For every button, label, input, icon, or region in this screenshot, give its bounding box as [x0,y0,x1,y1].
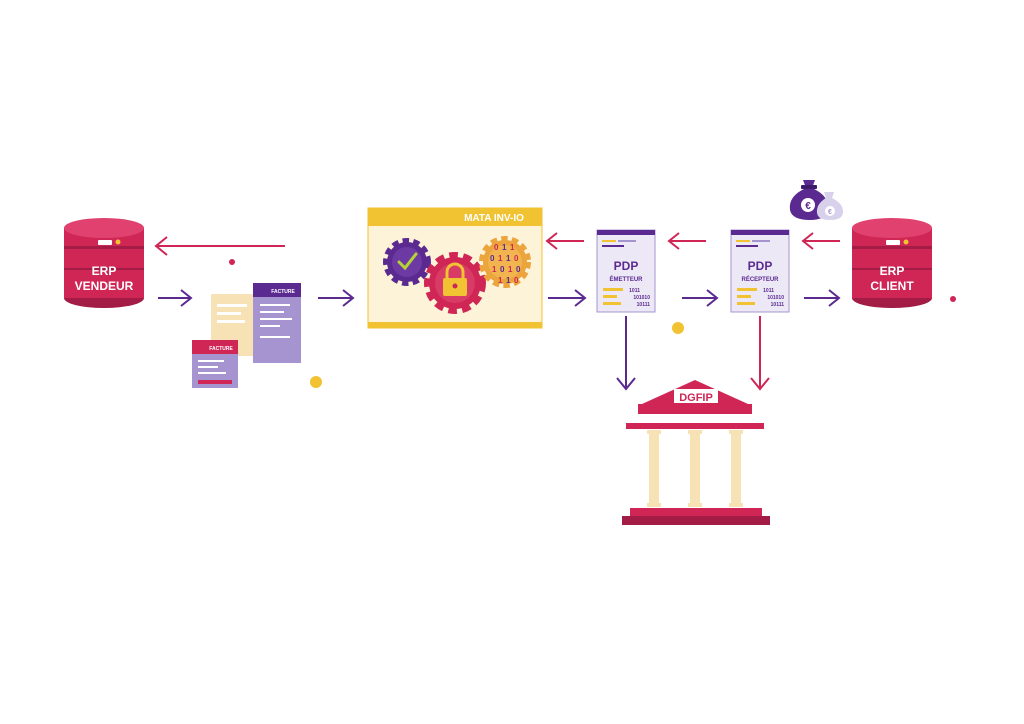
binary-digit: 0 [494,243,499,252]
binary-digit: 1 [498,276,503,285]
dgfip-label: DGFIP [679,392,713,404]
binary-digit: 1 [492,265,497,274]
pdp-recepteur-binary-row: 10111 [771,302,785,308]
binary-gear-icon: 0 1 1 0 1 1 0 1 0 1 0 1 1 0 [479,236,531,288]
erp-client-database: ERP CLIENT [852,218,932,308]
arrow-pdp-emetteur-to-dgfip [616,316,636,391]
pdp-recepteur-binary-row: 1011 [763,288,774,294]
erp-vendeur-label-line2: VENDEUR [75,279,134,293]
binary-digit: 1 [506,254,511,263]
arrow-to-pdp-recepteur [801,232,840,250]
arrow-invoices-to-mata [318,289,355,307]
pdp-emetteur-binary-row: 1011 [629,288,640,294]
pdp-emetteur-binary-row: 101010 [633,295,650,301]
money-bags-icon: € € [789,180,844,220]
arrow-pdp-recepteur-to-dgfip [750,316,770,391]
pdp-emetteur-title: PDP [614,259,639,273]
euro-symbol: € [828,209,832,216]
erp-client-label-line1: ERP [880,264,905,278]
invoice-label-top: FACTURE [271,289,295,295]
arrow-to-mata [545,232,584,250]
pdp-recepteur-card: PDP RÉCEPTEUR 1011 101010 10111 [730,229,790,313]
binary-digit: 0 [514,254,519,263]
binary-digit: 0 [516,265,521,274]
binary-digit: 1 [502,243,507,252]
arrow-to-erp-vendeur [154,236,285,256]
pdp-emetteur-subtitle: ÉMETTEUR [610,275,644,283]
invoice-documents-stack: FACTURE FACTURE [192,283,301,388]
binary-digit: 0 [500,265,505,274]
invoice-paper-front: FACTURE [192,340,238,388]
arrow-pdp-to-erp-client [804,289,841,307]
pdp-emetteur-binary-row: 10111 [637,302,651,308]
erp-vendeur-label-line1: ERP [92,264,117,278]
arrow-erp-to-invoices [158,289,193,307]
arrow-pdp-to-pdp [682,289,719,307]
pdp-emetteur-card: PDP ÉMETTEUR 1011 101010 10111 [596,229,656,313]
arrow-mata-to-pdp [548,289,587,307]
binary-digit: 0 [514,276,519,285]
invoice-paper-lavender: FACTURE [253,283,301,363]
erp-vendeur-database: ERP VENDEUR [64,218,144,308]
dgfip-building: DGFIP [622,380,770,525]
decorative-dot [950,296,956,302]
decorative-dot [672,322,684,334]
binary-digit: 1 [510,243,515,252]
binary-digit: 1 [498,254,503,263]
decorative-dot [310,376,322,388]
erp-client-label-line2: CLIENT [870,279,914,293]
euro-symbol: € [805,201,811,212]
check-gear-icon [383,238,431,286]
binary-digit: 1 [508,265,513,274]
mata-inv-io-title: MATA INV-IO [464,213,524,224]
pdp-recepteur-binary-row: 101010 [767,295,784,301]
binary-digit: 1 [506,276,511,285]
decorative-dot [229,259,235,265]
pdp-recepteur-subtitle: RÉCEPTEUR [741,275,779,283]
mata-inv-io-panel: MATA INV-IO 0 1 1 0 1 1 0 1 [367,207,543,329]
dgfip-columns [647,430,743,507]
binary-digit: 0 [490,254,495,263]
arrow-to-pdp-emetteur [667,232,706,250]
padlock-gear-icon [424,252,486,314]
pdp-recepteur-title: PDP [748,259,773,273]
money-bag-small-icon: € [816,192,844,220]
invoice-label-front: FACTURE [209,346,233,352]
